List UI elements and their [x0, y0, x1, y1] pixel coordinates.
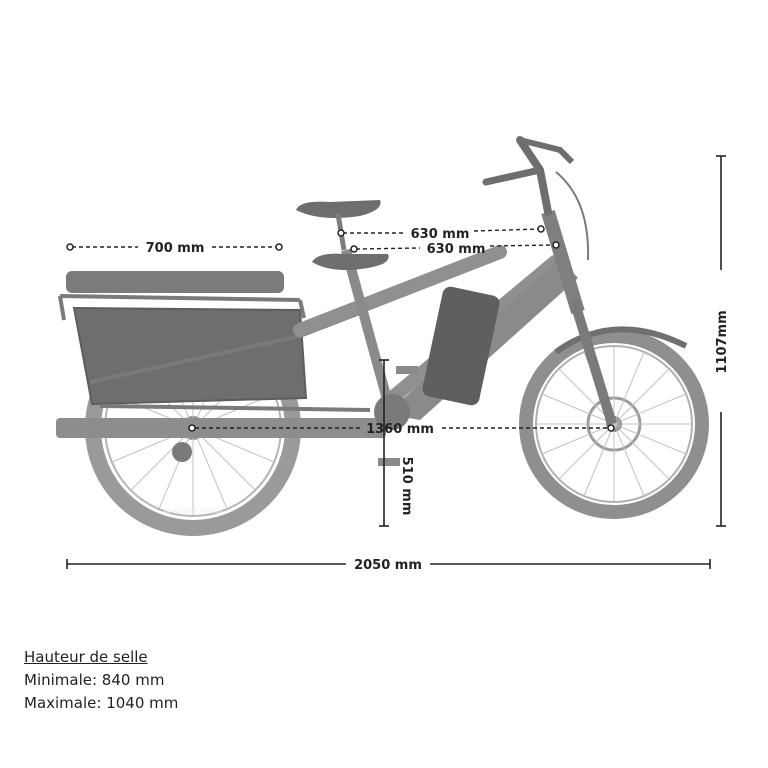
dimension-overall-height: 1107mm — [715, 155, 730, 527]
seat-height-maximum: Maximale: 1040 mm — [24, 694, 179, 712]
dimension-wheelbase-label: 1360 mm — [366, 422, 434, 437]
dimension-seat-lower-label: 630 mm — [427, 242, 486, 257]
dimension-overall-height-label: 1107mm — [715, 310, 730, 373]
dimension-bottom-bracket: 510 mm — [379, 359, 414, 527]
rear-tire-label: WANDERER POWER — [164, 508, 223, 515]
dimension-overall-length: 2050 mm — [66, 558, 711, 573]
dimension-wheelbase: 1360 mm — [188, 422, 615, 437]
dimension-seat-upper-label: 630 mm — [411, 227, 470, 242]
bike-illustration: WANDERER POWER — [56, 136, 709, 536]
front-wheel — [519, 326, 709, 519]
seat-height-heading: Hauteur de selle — [24, 648, 148, 666]
dimension-rear-rack-label: 700 mm — [146, 241, 205, 256]
dimension-overall-length-label: 2050 mm — [354, 558, 422, 573]
seat-height-minimum: Minimale: 840 mm — [24, 671, 165, 689]
dimension-rear-rack: 700 mm — [66, 241, 283, 256]
dimension-bottom-bracket-label: 510 mm — [399, 457, 414, 516]
seat-height-info: Hauteur de selle Minimale: 840 mm Maxima… — [24, 646, 178, 715]
dimension-seat-lower: 630 mm — [350, 241, 560, 257]
dimension-seat-upper: 630 mm — [337, 225, 545, 242]
